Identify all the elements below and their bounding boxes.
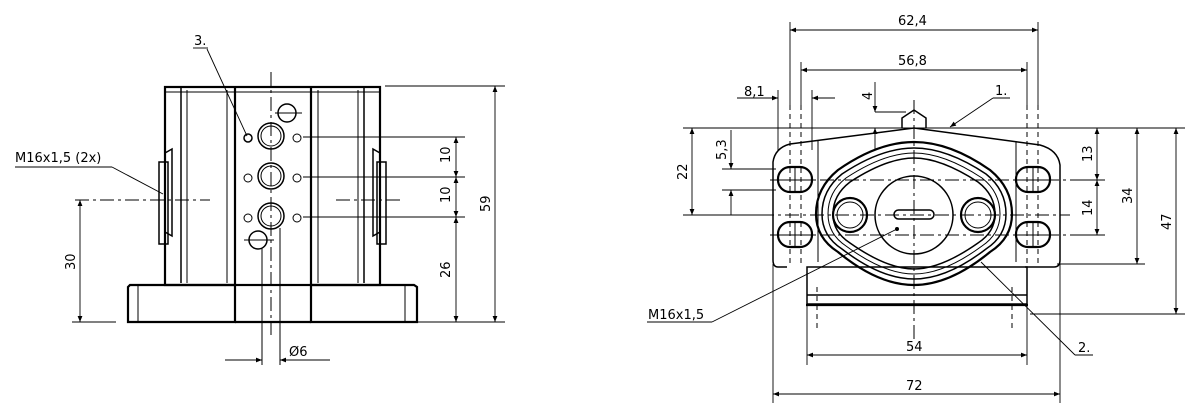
callout-thread-front: M16x1,5 (648, 308, 704, 323)
dim-pitch-lower: 10 (439, 186, 454, 203)
front-view: 62,4 56,8 8,1 4 5,3 22 13 14 34 47 54 72… (647, 14, 1185, 403)
callout-item1: 1. (995, 84, 1007, 99)
dim-width-inner-holes: 56,8 (898, 54, 927, 69)
dim-pitch-upper: 10 (439, 146, 454, 163)
callout-item2: 2. (1078, 341, 1090, 356)
dim-hole-pitch: 14 (1081, 199, 1096, 216)
callout-thread-side: M16x1,5 (2x) (15, 151, 101, 166)
dim-width-outer-holes: 62,4 (898, 14, 927, 29)
dim-hole-upper: 13 (1081, 145, 1096, 162)
side-dimensions (72, 85, 505, 363)
dim-height-total-front: 47 (1160, 213, 1175, 230)
side-view: 3. M16x1,5 (2x) 10 10 59 26 30 Ø6 (15, 34, 505, 365)
dim-slot-height: 5,3 (715, 139, 730, 160)
dim-height-thread: 30 (64, 253, 79, 270)
dim-flange-height: 22 (676, 163, 691, 180)
dim-height-port: 26 (439, 261, 454, 278)
callout-item3: 3. (194, 34, 206, 49)
dim-diameter: Ø6 (289, 345, 308, 360)
dim-base-width: 54 (906, 340, 923, 355)
side-body (75, 72, 419, 365)
dim-slot-width: 8,1 (744, 85, 765, 100)
dim-total-width: 72 (906, 379, 923, 394)
front-body (760, 100, 1070, 340)
side-labels: 3. M16x1,5 (2x) 10 10 59 26 30 Ø6 (15, 34, 494, 360)
front-labels: 62,4 56,8 8,1 4 5,3 22 13 14 34 47 54 72… (647, 14, 1175, 394)
dim-height-total: 59 (479, 195, 494, 212)
dim-top-offset: 4 (861, 92, 876, 100)
front-dimensions (683, 22, 1185, 403)
dim-height-mid: 34 (1121, 187, 1136, 204)
